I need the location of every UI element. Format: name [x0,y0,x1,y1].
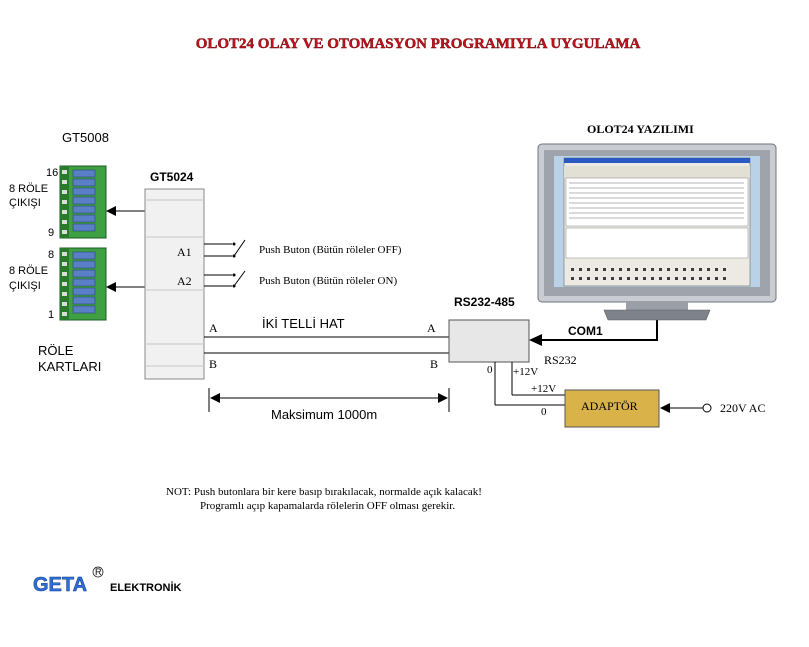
push-button-off [204,239,246,258]
relay-cards-label-a: RÖLE [38,343,74,358]
com1-label: COM1 [568,324,603,338]
relay-num-8: 8 [48,249,54,261]
adaptor-zero-label: 0 [541,406,547,418]
two-wire-line [204,336,449,354]
input-a2-label: A2 [177,274,192,288]
adaptor-12v-label: +12V [531,383,556,395]
note-line-1: NOT: Push butonlara bir kere basıp bırak… [166,486,482,498]
gt5024-label: GT5024 [150,170,194,184]
brand-subtitle: ELEKTRONİK [110,581,182,594]
adaptor-box [564,389,660,428]
push-button-off-label: Push Buton (Bütün röleler OFF) [259,244,402,256]
relay-output-label-2a: 8 RÖLE [9,265,48,277]
relay-output-label-1a: 8 RÖLE [9,183,48,195]
brand-logo: GETA [33,574,87,596]
conv-zero-label: 0 [487,364,493,376]
line-a-right: A [427,321,436,335]
distance-dimension [208,388,450,412]
line-b-left: B [209,357,217,371]
relay-card-bottom [59,247,107,321]
relay-output-label-1b: ÇIKIŞI [9,197,41,209]
rs232-485-label: RS232-485 [454,295,515,309]
relay-cards-label-b: KARTLARI [38,359,101,374]
ac-220-label: 220V AC [720,401,765,415]
diagram-title: OLOT24 OLAY VE OTOMASYON PROGRAMIYLA UYG… [196,36,641,52]
power-wiring [494,362,565,406]
conv-12v-label: +12V [513,366,538,378]
input-a1-label: A1 [177,245,192,259]
max-distance-label: Maksimum 1000m [271,407,377,422]
line-a-left: A [209,321,218,335]
push-button-on [204,270,246,288]
software-label: OLOT24 YAZILIMI [587,122,694,136]
relay-num-16: 16 [46,167,58,179]
com1-connection [529,318,658,346]
relay-card-top [59,165,107,239]
adaptor-label: ADAPTÖR [581,399,638,413]
two-wire-label: İKİ TELLİ HAT [262,316,345,331]
rs232-485-converter [448,319,530,363]
relay-num-9: 9 [48,227,54,239]
relay-output-label-2b: ÇIKIŞI [9,280,41,292]
line-b-right: B [430,357,438,371]
brand-registered-mark: R [95,567,102,577]
computer-monitor [537,143,777,321]
push-button-on-label: Push Buton (Bütün röleler ON) [259,275,397,287]
gt5008-label: GT5008 [62,130,109,145]
gt5024-module [144,188,205,380]
relay-num-1: 1 [48,309,54,321]
ac-input-arrow [660,403,712,413]
rs232-label: RS232 [544,353,577,367]
relay-arrows [106,206,145,292]
note-line-2: Programlı açıp kapamalarda rölelerin OFF… [200,500,455,512]
